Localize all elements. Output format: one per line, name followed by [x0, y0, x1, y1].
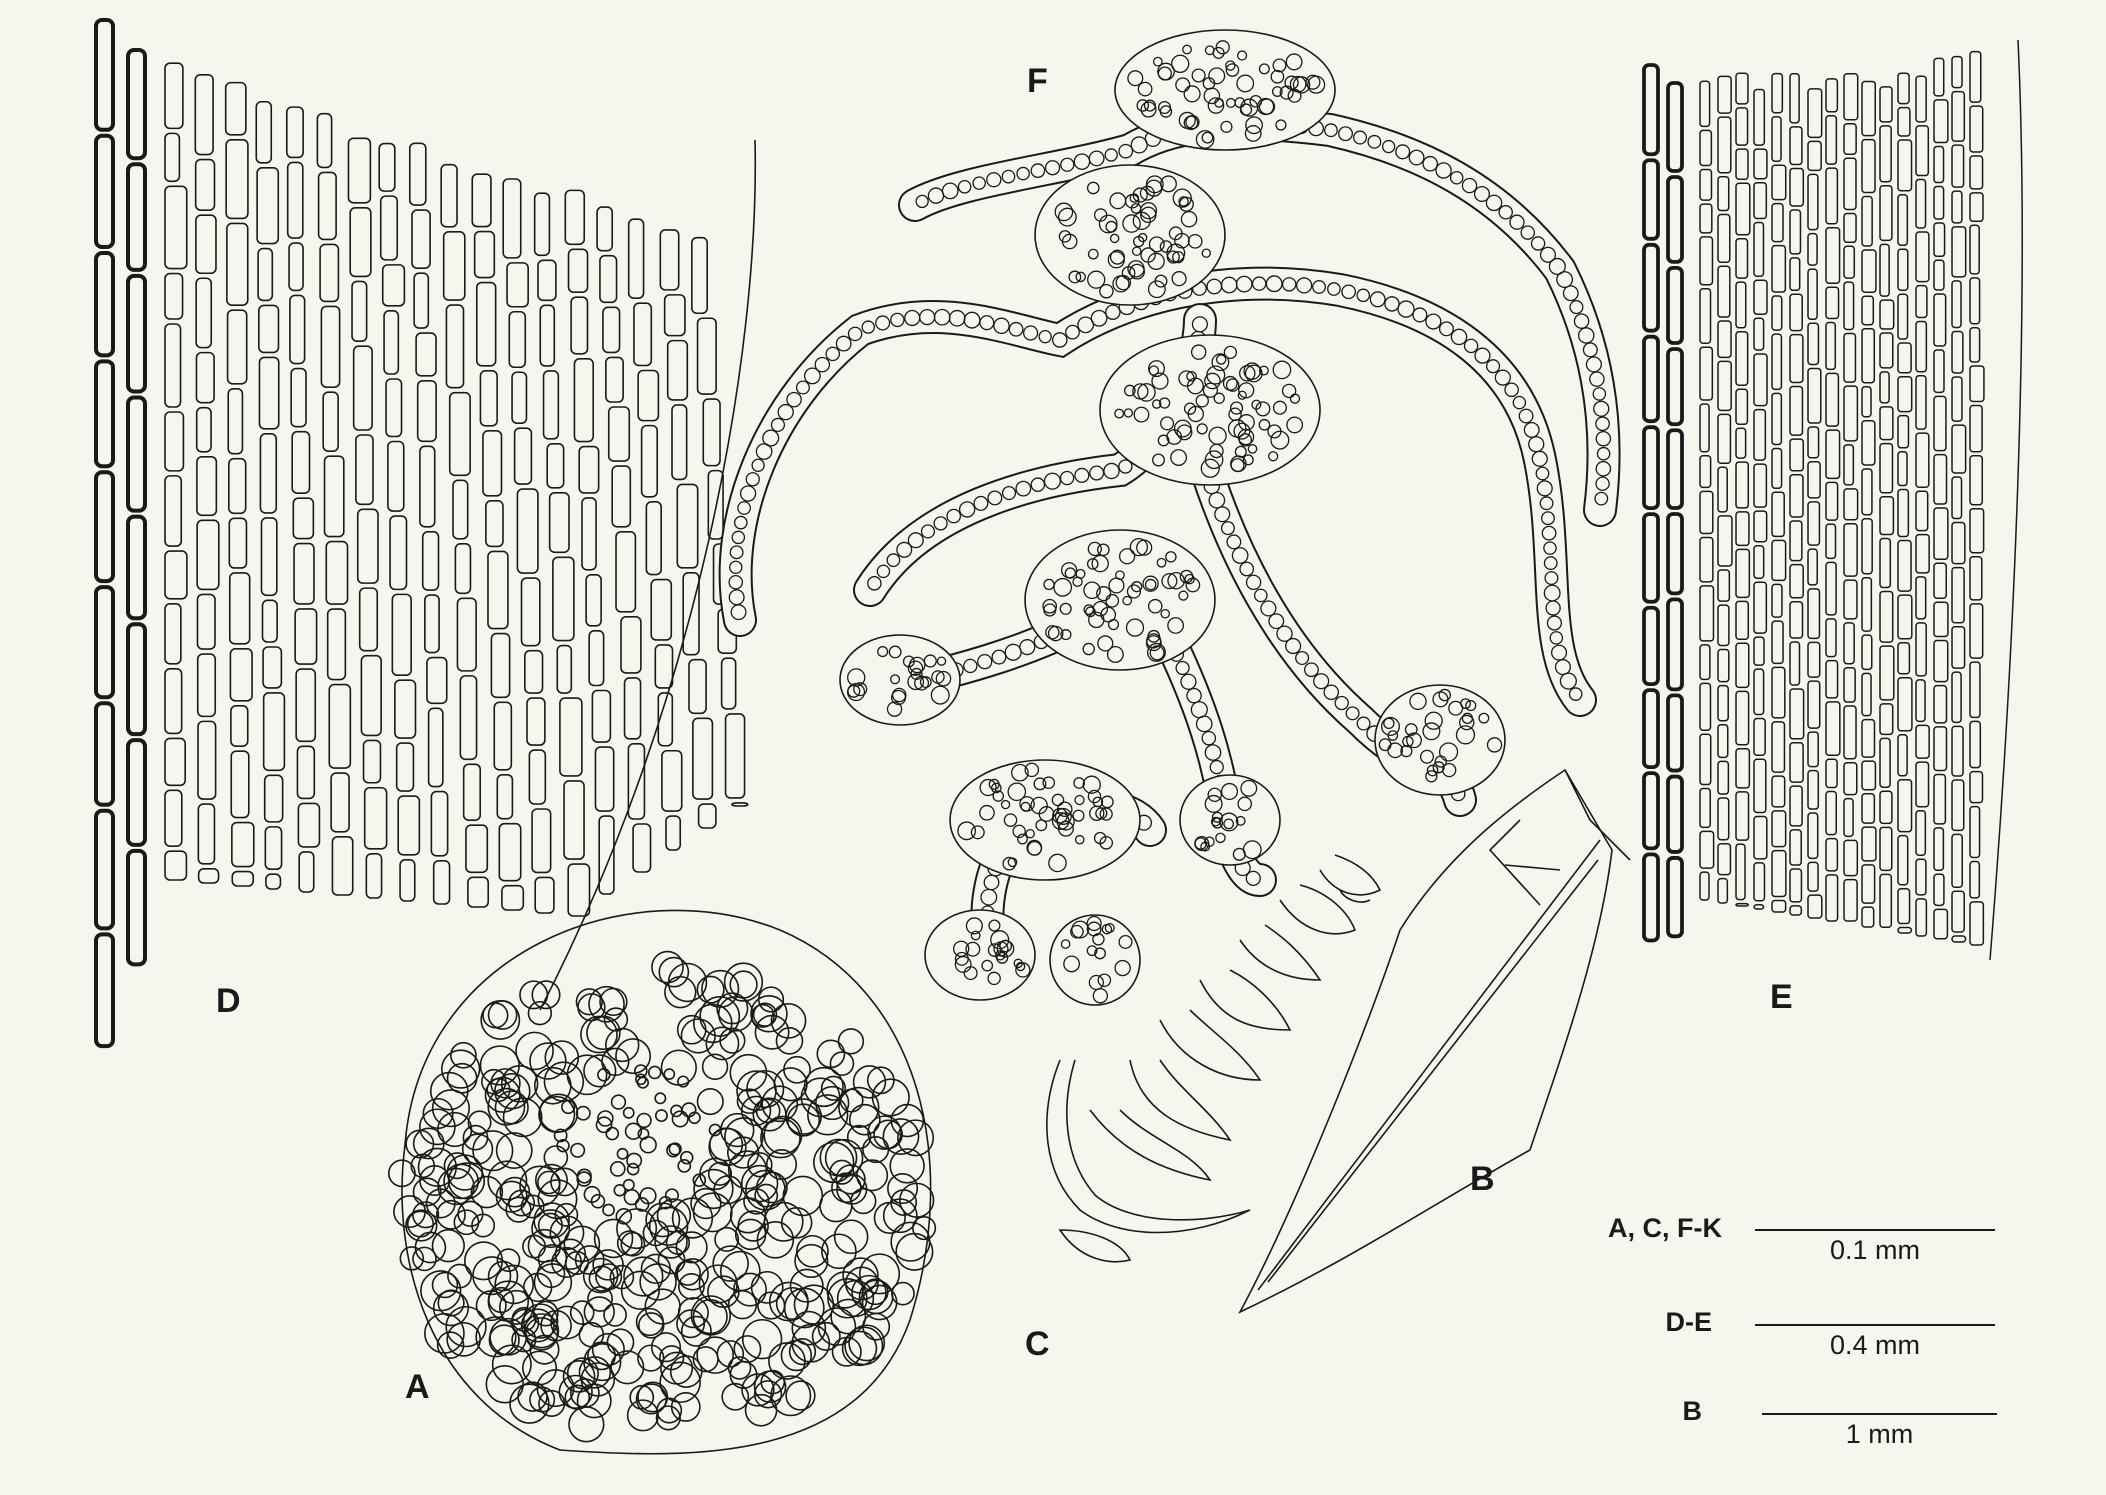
panel-label-c: C [1025, 1325, 1050, 1363]
panel-label-e: E [1770, 978, 1793, 1016]
panel-label-b: B [1470, 1160, 1495, 1198]
panel-a-stem-section [387, 909, 937, 1455]
panel-label-a: A [405, 1368, 430, 1406]
scale-label-a-c-f-k: A, C, F-K [1608, 1213, 1722, 1243]
scale-label-d-e: D-E [1665, 1307, 1713, 1337]
panel-c-leaf-margin [1046, 854, 1382, 1263]
scale-label-b: B [1682, 1396, 1703, 1426]
panel-d-leaf-cells [94, 18, 757, 1049]
scale-value-1-mm: 1 mm [1845, 1419, 1914, 1449]
panel-b-leaf-outline [1238, 768, 1631, 1314]
scale-bar-0-4-mm [1755, 1324, 1995, 1326]
panel-e-leaf-cells [1642, 39, 2023, 961]
panel-f-leaf-sections [718, 29, 1621, 1006]
scale-value-0-4-mm: 0.4 mm [1829, 1330, 1921, 1360]
scale-value-0-1-mm: 0.1 mm [1829, 1235, 1921, 1265]
panel-label-f: F [1027, 62, 1048, 100]
scale-bar-1-mm [1762, 1413, 1997, 1415]
scale-bar-0-1-mm [1755, 1229, 1995, 1231]
panel-label-d: D [216, 982, 241, 1020]
